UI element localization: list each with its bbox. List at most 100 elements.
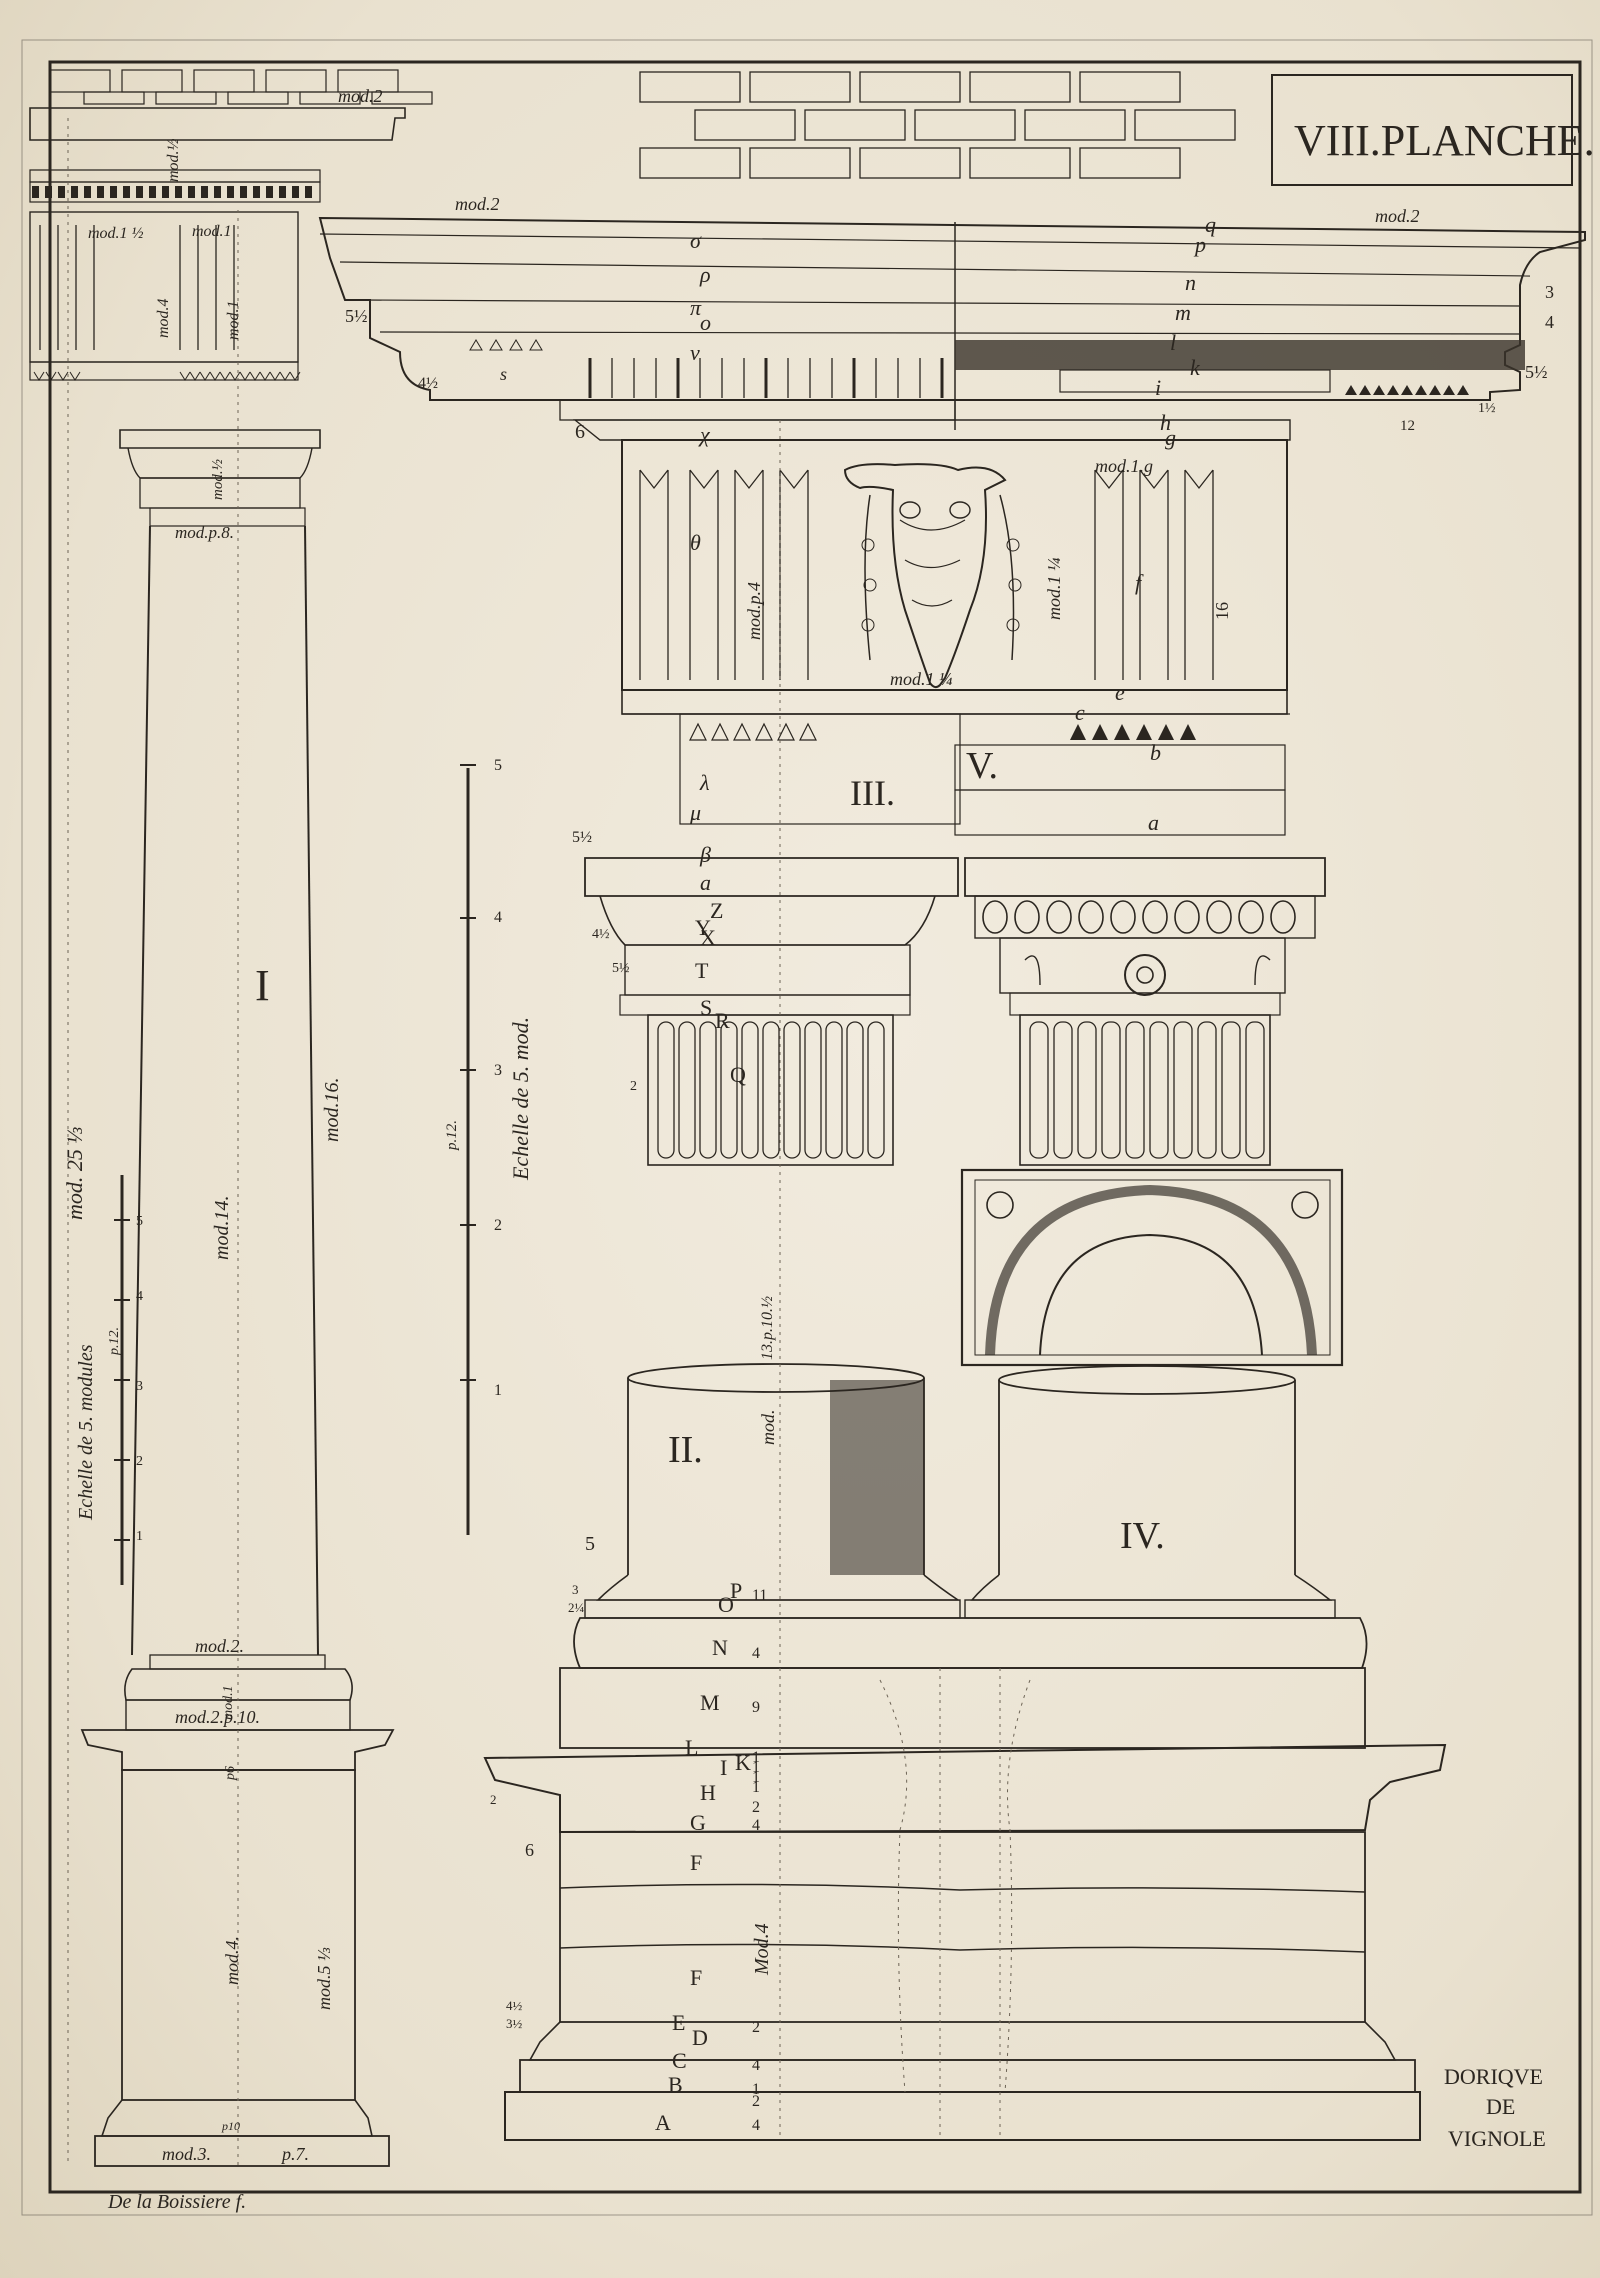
- ent-mod-1-quarter: mod.1 ¼: [890, 669, 953, 689]
- outer-border: [21, 39, 1593, 2216]
- entablature-right-letter-12: b: [1150, 740, 1161, 765]
- masonry-block: [639, 147, 741, 179]
- base-number-0: 11: [752, 1587, 767, 1604]
- dim-mod-half-cap: mod.½: [210, 459, 226, 500]
- capital-flute: [867, 1021, 885, 1159]
- capital-letter-4: X: [700, 925, 716, 950]
- left-tick-3: 3: [136, 1379, 143, 1394]
- masonry-wall: [639, 71, 1236, 179]
- center-tick-1: 1: [494, 1382, 502, 1399]
- dentil: [175, 186, 182, 198]
- base-letter-4: L: [685, 1735, 698, 1760]
- base-letter-11: E: [672, 2010, 685, 2035]
- entablature-right-letter-2: n: [1185, 270, 1196, 295]
- ent-five-half-r: 5½: [1525, 362, 1548, 382]
- gutta: [219, 371, 231, 381]
- masonry-block: [1079, 71, 1181, 103]
- figure-capital-right: [964, 857, 1326, 1166]
- gutta: [209, 371, 221, 381]
- ent-four-half: 4½: [418, 375, 438, 392]
- base-two: 2: [490, 1792, 497, 1807]
- cap-five-half-b: 5½: [612, 961, 630, 976]
- dentil: [58, 186, 65, 198]
- base-mod4: Mod.4: [751, 1923, 773, 1976]
- figure-label-iv: IV.: [1120, 1515, 1165, 1557]
- gutta: [269, 371, 281, 381]
- gutta: [1114, 724, 1130, 740]
- capital-flute: [1245, 1021, 1265, 1159]
- masonry-block: [371, 91, 433, 105]
- gutta: [189, 371, 201, 381]
- base-letter-8: G: [690, 1810, 706, 1835]
- masonry-block: [265, 69, 327, 93]
- base-number-8: 4: [752, 1817, 760, 1834]
- egg-ornament: [1206, 900, 1232, 934]
- center-tick-5: 5: [494, 757, 502, 774]
- masonry-block: [804, 109, 906, 141]
- dim-p10: p10: [221, 2119, 240, 2133]
- egg-ornament: [982, 900, 1008, 934]
- gutta: [1401, 385, 1413, 395]
- egg-ornament: [1014, 900, 1040, 934]
- gutta: [279, 371, 291, 381]
- gutta: [711, 722, 729, 741]
- center-tick-3: 3: [494, 1062, 502, 1079]
- entablature-right-letter-8: g: [1165, 425, 1176, 450]
- dim-mod-3: mod.3.: [162, 2144, 211, 2164]
- masonry-block: [83, 91, 145, 105]
- gutta: [259, 371, 271, 381]
- base-two-quarter: 2¼: [568, 1600, 585, 1615]
- gutta: [1415, 385, 1427, 395]
- capital-letter-3: Y: [695, 915, 711, 940]
- dim-p6: p6: [223, 1766, 238, 1781]
- capital-flute: [720, 1021, 738, 1159]
- capital-flute: [762, 1021, 780, 1159]
- dim-mod-p8: mod.p.8.: [175, 523, 234, 542]
- capital-letter-7: R: [715, 1008, 730, 1033]
- left-tick-4: 4: [136, 1289, 143, 1304]
- entablature-letter-7: λ: [699, 770, 710, 795]
- gutta: [733, 722, 751, 741]
- gutta: [33, 371, 45, 381]
- masonry-block: [859, 71, 961, 103]
- dim-mod-25: mod. 25 ⅓: [62, 1127, 87, 1220]
- dentil: [253, 186, 260, 198]
- entablature-letter-6: θ: [690, 530, 701, 555]
- gutta: [239, 371, 251, 381]
- soffit-shadow: [955, 340, 1525, 370]
- masonry-block: [1024, 109, 1126, 141]
- dim-mod-1-small: mod.1: [225, 300, 242, 340]
- base-number-5: 1: [752, 1769, 760, 1786]
- entablature-letter-4: ν: [690, 340, 700, 365]
- gutta: [45, 371, 57, 381]
- masonry-block: [859, 147, 961, 179]
- entablature-right-letter-1: p: [1193, 232, 1206, 257]
- masonry-block: [694, 109, 796, 141]
- base-number-1: 4: [752, 1645, 760, 1662]
- gutta: [57, 371, 69, 381]
- masonry-wall-left: [49, 69, 433, 105]
- ent-four: 4: [1545, 312, 1554, 332]
- base-number-2: 9: [752, 1699, 760, 1716]
- base-number-4: 1: [752, 1759, 760, 1776]
- gutta: [1136, 724, 1152, 740]
- capital-letter-2: Z: [710, 898, 723, 923]
- dentil: [240, 186, 247, 198]
- ent-mod-1-g: mod.1.g: [1095, 456, 1153, 476]
- masonry-block: [299, 91, 361, 105]
- masonry-block: [193, 69, 255, 93]
- masonry-block: [155, 91, 217, 105]
- base-number-6: 1: [752, 1779, 760, 1796]
- entablature-letter-2: π: [690, 295, 702, 320]
- gutta: [229, 371, 241, 381]
- gutta: [1345, 385, 1357, 395]
- entablature-right-letter-3: m: [1175, 300, 1191, 325]
- entablature-letter-3: ο: [700, 310, 711, 335]
- masonry-block: [1134, 109, 1236, 141]
- egg-ornament: [1174, 900, 1200, 934]
- triglyph-flute: [689, 469, 719, 680]
- figure-ii-drum: [573, 1363, 1368, 1669]
- capital-flute: [699, 1021, 717, 1159]
- gutta: [755, 722, 773, 741]
- dim-mod-2-base: mod.2.: [195, 1636, 244, 1656]
